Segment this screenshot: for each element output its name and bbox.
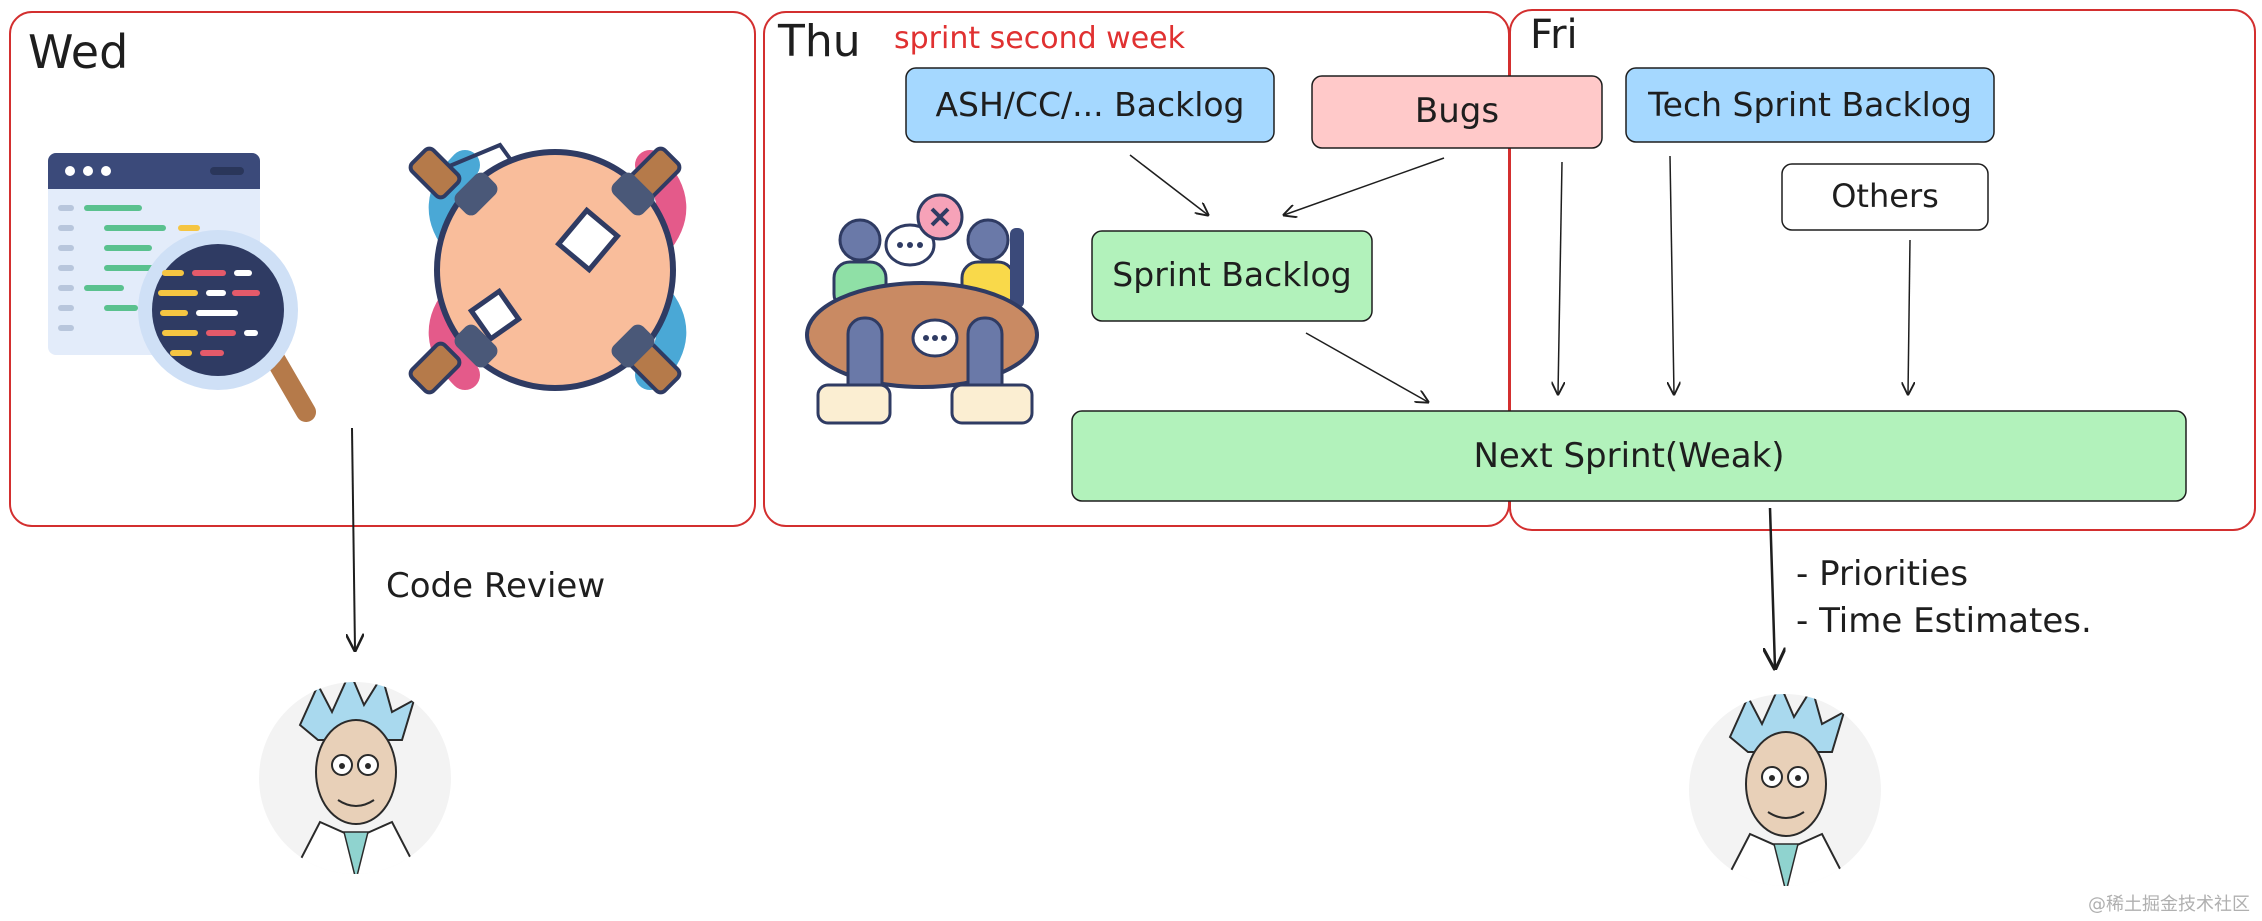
bugs-box [1311,75,1603,149]
tech-backlog-box [1625,67,1995,143]
priorities-label: - Priorities [1796,554,1968,594]
tech-backlog-label: Tech Sprint Backlog [1647,85,1972,124]
arrow-tech-to-next-sprint [1670,155,1674,394]
arrow-ash-to-sprint-backlog [1129,154,1208,215]
arrow-others-to-next-sprint [1908,239,1910,394]
time-estimates-label: - Time Estimates. [1796,601,2092,641]
others-box [1781,163,1989,231]
rick-avatar-right [1689,694,1881,886]
next-sprint-label: Next Sprint(Weak) [1473,436,1784,476]
panel-wed [9,11,756,527]
arrow-wed-to-code-review [352,427,355,650]
panel-fri [1509,9,2256,531]
ash-backlog-label: ASH/CC/... Backlog [935,85,1244,124]
arrow-next-sprint-to-avatar [1770,507,1775,668]
arrow-bugs-to-sprint-backlog [1284,157,1445,215]
sprint-backlog-box [1091,230,1373,322]
ash-backlog-box [905,67,1275,143]
others-label: Others [1831,177,1939,215]
panel-wed-label: Wed [28,25,128,79]
sprint-backlog-label: Sprint Backlog [1112,255,1351,294]
code-review-label: Code Review [386,566,605,606]
rick-avatar-left [259,682,451,874]
arrow-sprint-backlog-to-next-sprint [1305,332,1428,402]
bugs-label: Bugs [1415,91,1499,131]
next-sprint-box [1071,410,2187,502]
panel-fri-label: Fri [1530,12,1578,58]
panel-thu-note: sprint second week [894,21,1186,56]
panel-thu-label: Thu [777,16,861,67]
team-table-illustration [408,142,687,395]
watermark: @稀土掘金技术社区 [2088,894,2250,915]
code-search-illustration [48,153,316,422]
meeting-illustration [805,193,1039,425]
arrow-fri-left-to-next-sprint [1558,161,1562,394]
